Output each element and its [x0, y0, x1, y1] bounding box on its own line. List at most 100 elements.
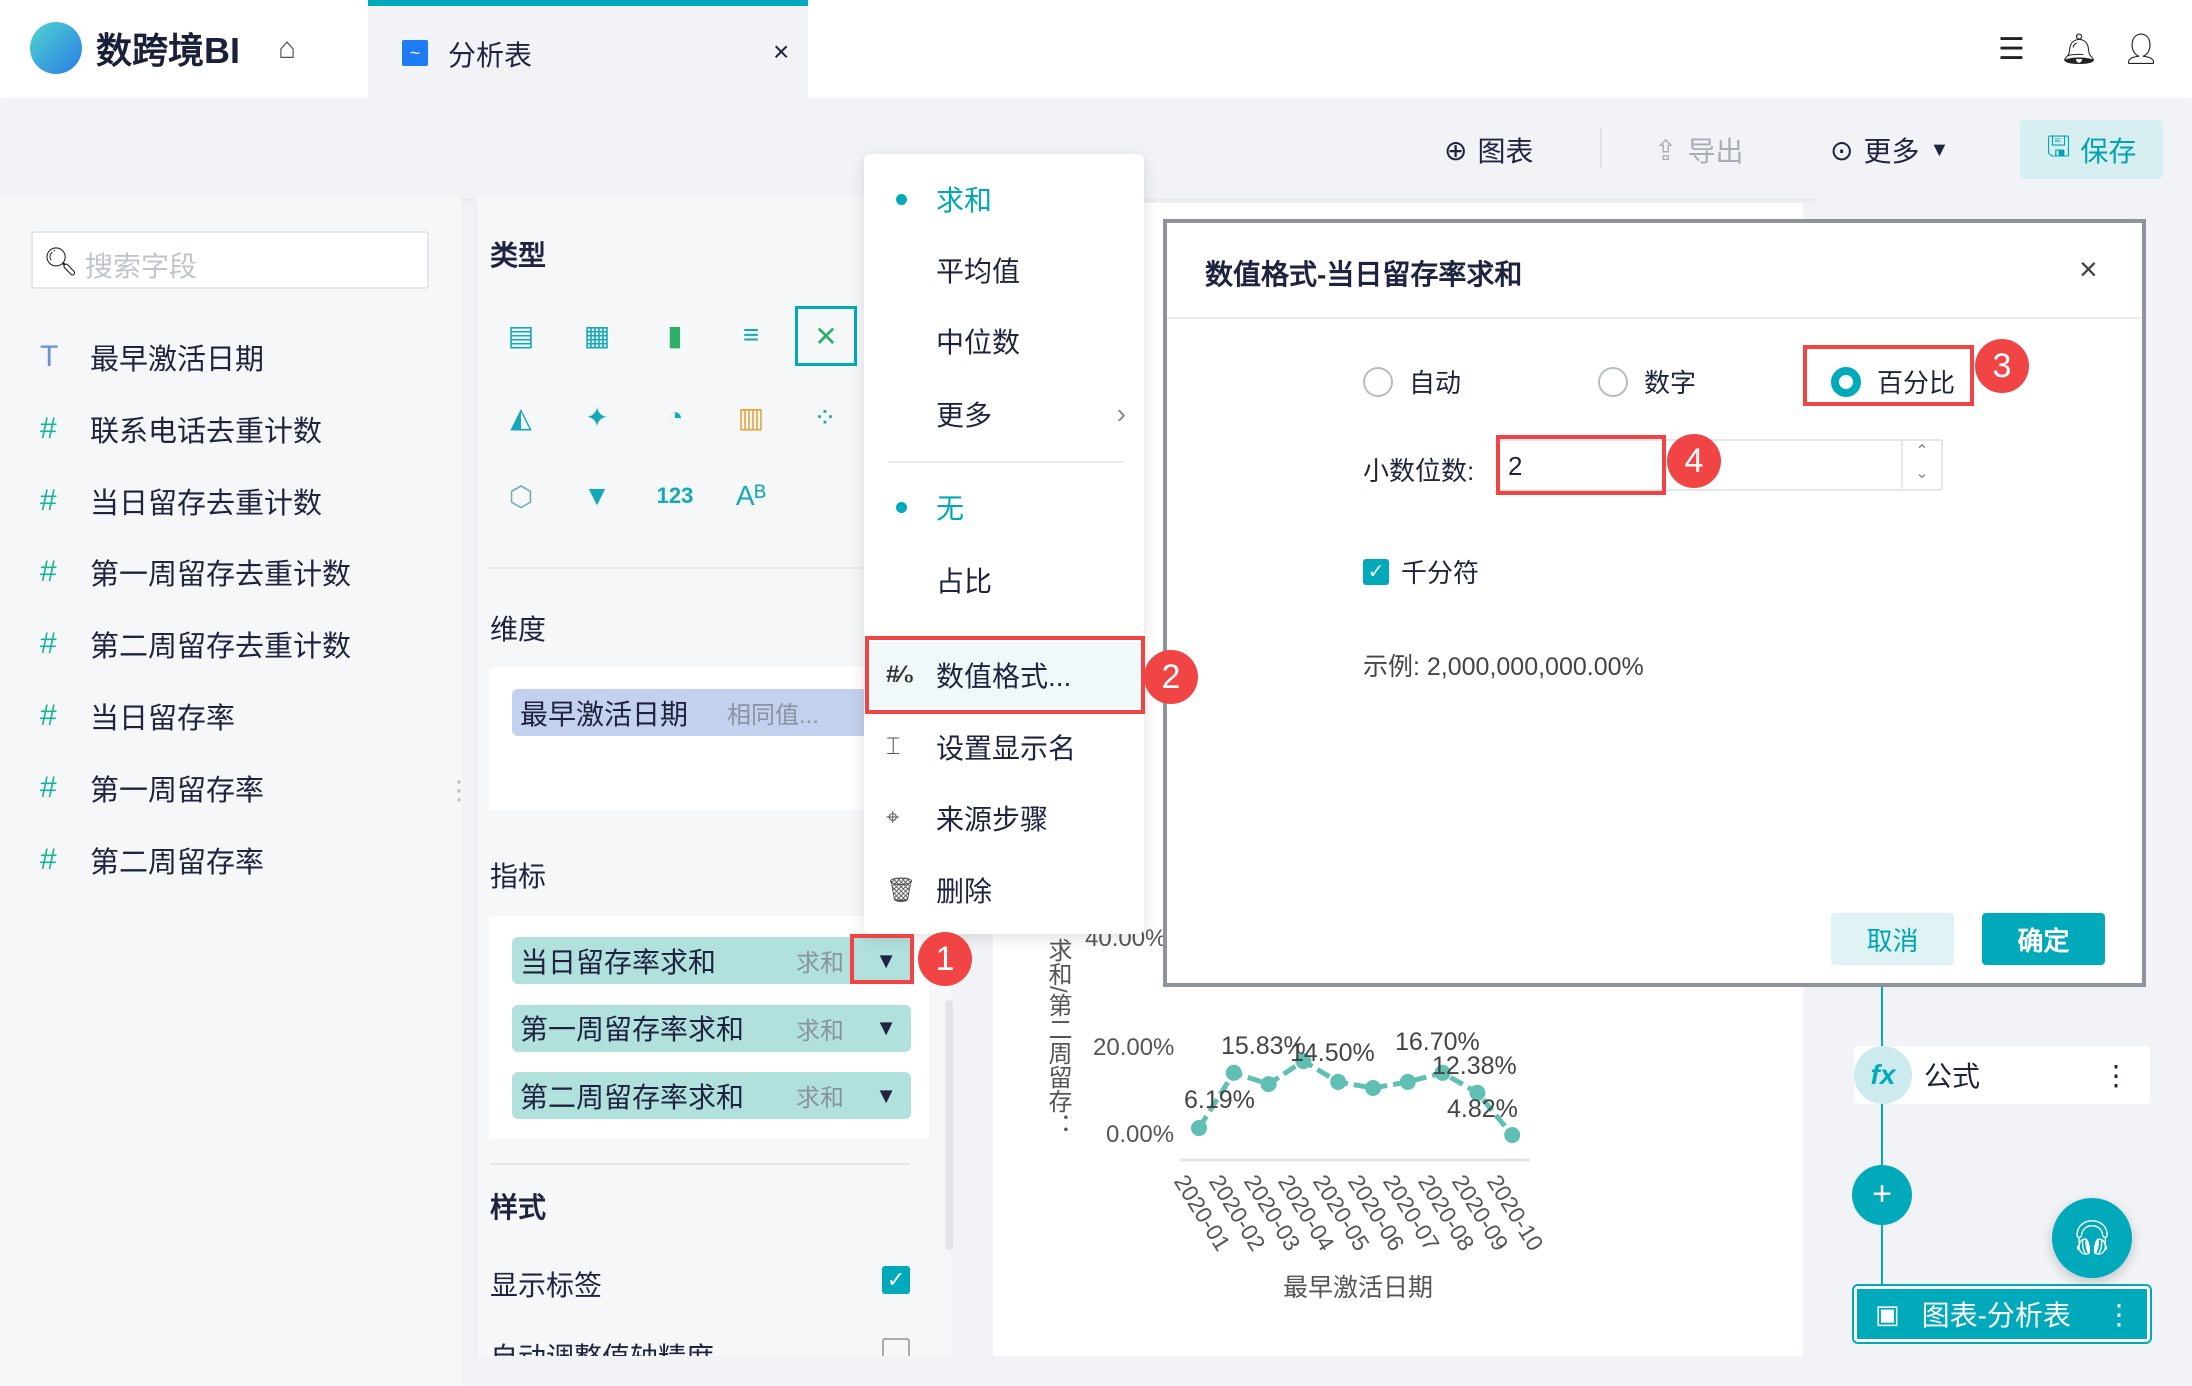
decimal-input[interactable]: 2 ⌃⌄	[1496, 439, 1943, 491]
data-point[interactable]	[1191, 1120, 1207, 1137]
task-list-icon[interactable]: ☰	[1998, 33, 2025, 66]
app-logo[interactable]: 数跨境BI	[30, 22, 240, 74]
add-chart-label: 图表	[1477, 136, 1534, 167]
dimension-chip[interactable]: 最早激活日期 相同值...	[512, 689, 872, 736]
scatter-icon[interactable]: ⁘	[813, 401, 837, 433]
measure-chip[interactable]: 当日留存率求和求和▼	[512, 937, 911, 984]
menu-item-average[interactable]: 平均值	[864, 240, 1144, 300]
data-point[interactable]	[1399, 1073, 1416, 1090]
menu-item-none[interactable]: 无	[864, 477, 1144, 537]
data-point[interactable]	[1365, 1080, 1381, 1097]
radio-label: 百分比	[1877, 368, 1956, 398]
cancel-button[interactable]: 取消	[1831, 913, 1954, 965]
close-tab-button[interactable]: ×	[773, 36, 790, 67]
field-item[interactable]: #第二周留存去重计数	[40, 623, 351, 665]
dimension-chip-sub: 相同值...	[727, 702, 820, 729]
config-scrollbar[interactable]	[945, 1000, 953, 1250]
panel-resize-handle[interactable]: ⋮	[446, 775, 472, 805]
menu-item-more[interactable]: 更多›	[864, 384, 1144, 444]
node-menu-icon[interactable]: ⋮	[2105, 1298, 2133, 1330]
field-item[interactable]: #第二周留存率	[40, 839, 264, 881]
export-icon: ⇪	[1654, 134, 1678, 166]
add-chart-button[interactable]: ⊕图表	[1444, 130, 1533, 170]
menu-item-delete[interactable]: 🗑︎删除	[864, 860, 1144, 920]
thousands-checkbox[interactable]: ✓ 千分符	[1363, 553, 1479, 590]
text-type-icon: T	[40, 340, 59, 373]
measure-chip-label: 第一周留存率求和	[520, 1014, 745, 1045]
measure-chip[interactable]: 第一周留存率求和求和▼	[512, 1004, 911, 1052]
formula-node[interactable]: fx 公式 ⋮	[1854, 1046, 2150, 1104]
more-button[interactable]: ⊙更多▼	[1830, 130, 1949, 170]
field-item[interactable]: #第一周留存率	[40, 767, 264, 809]
menu-item-rename[interactable]: ⌶设置显示名	[864, 717, 1144, 777]
data-point[interactable]	[1225, 1064, 1242, 1081]
support-chat-button[interactable]: 🎧︎	[2052, 1198, 2132, 1278]
data-point[interactable]	[1260, 1076, 1277, 1093]
add-step-button[interactable]: +	[1852, 1165, 1912, 1225]
kpi-number-icon[interactable]: 123	[656, 483, 694, 508]
word-cloud-icon[interactable]: Aᴮ	[735, 480, 767, 511]
field-item[interactable]: #当日留存去重计数	[40, 480, 322, 522]
field-item[interactable]: #联系电话去重计数	[40, 408, 322, 450]
radio-percent[interactable]: 百分比	[1831, 363, 1955, 400]
caret-down-icon[interactable]: ▼	[875, 1015, 897, 1040]
decimal-stepper[interactable]: ⌃⌄	[1901, 441, 1941, 489]
area-chart-icon[interactable]: ◭	[510, 401, 532, 433]
app-name: 数跨境BI	[96, 30, 241, 71]
caret-down-icon[interactable]: ▼	[875, 1082, 897, 1108]
home-icon[interactable]: ⌂	[278, 32, 297, 65]
chart-node[interactable]: ▣ 图表-分析表 ⋮	[1852, 1284, 2152, 1344]
horizontal-bar-icon[interactable]: ≡	[742, 319, 760, 350]
menu-item-median[interactable]: 中位数	[864, 311, 1144, 371]
menu-item-sum[interactable]: 求和	[864, 169, 1144, 229]
data-point[interactable]	[1330, 1073, 1347, 1090]
menu-divider	[888, 461, 1124, 463]
chevron-right-icon: ›	[1116, 398, 1126, 429]
decimal-value: 2	[1508, 451, 1523, 481]
table-chart-icon[interactable]: ▤	[507, 319, 535, 351]
funnel-icon[interactable]: ▼	[583, 480, 611, 511]
tab-analysis[interactable]: ~ 分析表 ×	[368, 0, 808, 98]
export-button[interactable]: ⇪ 导出	[1654, 130, 1743, 170]
menu-item-label: 删除	[936, 876, 993, 907]
radio-auto[interactable]: 自动	[1363, 363, 1461, 400]
auto-axis-checkbox[interactable]	[882, 1338, 910, 1356]
search-field-input[interactable]: 🔍︎ 搜索字段	[31, 231, 429, 289]
measure-chip[interactable]: 第二周留存率求和求和▼	[512, 1072, 911, 1119]
line-chart-type-icon[interactable]: ✕	[795, 306, 857, 366]
menu-item-source-step[interactable]: ⌖来源步骤	[864, 788, 1144, 848]
divider	[490, 1163, 910, 1165]
radio-number[interactable]: 数字	[1598, 363, 1696, 400]
bar-chart-icon[interactable]: ▮	[667, 319, 683, 351]
field-label: 第二周留存去重计数	[90, 631, 352, 664]
show-labels-checkbox[interactable]: ✓	[882, 1266, 910, 1294]
ok-button[interactable]: 确定	[1982, 913, 2105, 965]
field-item[interactable]: #第一周留存去重计数	[40, 551, 351, 593]
caret-down-icon[interactable]: ▼	[875, 947, 897, 973]
field-item[interactable]: #当日留存率	[40, 695, 235, 737]
user-icon[interactable]: 👤︎	[2122, 33, 2161, 66]
number-format-dialog: 数值格式-当日留存率求和 × 自动 数字 百分比 小数位数: 2 ⌃⌄ ✓ 千分…	[1163, 219, 2146, 987]
data-point[interactable]	[1504, 1127, 1521, 1143]
bell-icon[interactable]: 🔔︎	[2060, 33, 2099, 66]
selected-dot-icon	[896, 193, 907, 205]
cross-table-icon[interactable]: ▦	[583, 319, 611, 351]
map-icon[interactable]: ✦	[585, 401, 609, 433]
save-button[interactable]: 🖫︎保存	[2020, 120, 2163, 179]
radar-icon[interactable]: ⬡	[508, 480, 534, 512]
data-point[interactable]	[1469, 1084, 1486, 1101]
menu-item-ratio[interactable]: 占比	[864, 550, 1144, 610]
show-labels-label: 显示标签	[490, 1270, 603, 1301]
data-point[interactable]	[1434, 1064, 1451, 1081]
dialog-close-button[interactable]: ×	[2079, 251, 2098, 287]
selected-dot-icon	[896, 501, 907, 513]
annotation-box-4	[1496, 435, 1666, 495]
node-menu-icon[interactable]: ⋮	[2102, 1059, 2130, 1091]
save-label: 保存	[2080, 135, 2137, 167]
combo-chart-icon[interactable]: ▥	[737, 401, 765, 433]
export-label: 导出	[1687, 136, 1744, 167]
data-point[interactable]	[1295, 1053, 1312, 1070]
gauge-icon[interactable]: ◔	[666, 401, 684, 432]
